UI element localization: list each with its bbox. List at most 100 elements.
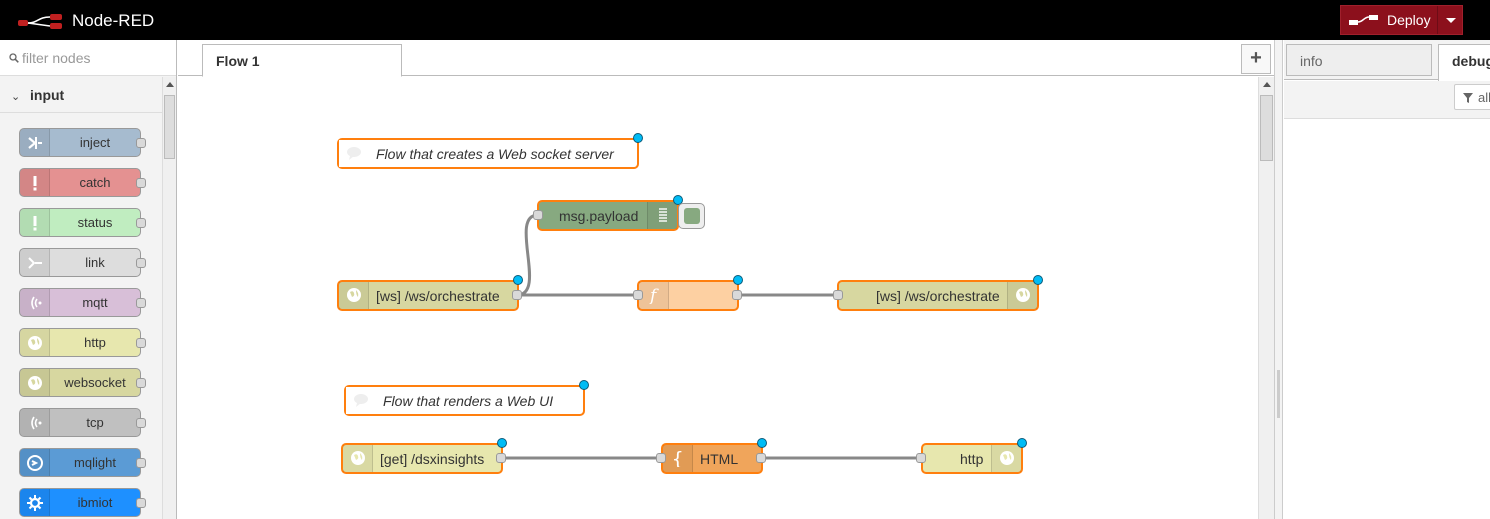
palette-node-label: ibmiot [77, 495, 113, 510]
websocket-in-output-port[interactable] [512, 290, 522, 300]
websocket-out-input-port[interactable] [833, 290, 843, 300]
palette-scrollbar[interactable] [162, 77, 176, 519]
deploy-button[interactable]: Deploy [1340, 5, 1463, 35]
changed-indicator [497, 438, 507, 448]
scroll-up-icon[interactable] [1263, 82, 1271, 87]
palette-node-label: tcp [86, 415, 104, 430]
function-node[interactable]: f [637, 275, 743, 311]
changed-indicator [1033, 275, 1043, 285]
tab-debug[interactable]: debug [1438, 44, 1490, 81]
palette-node-tcp[interactable]: tcp [19, 408, 146, 437]
debug-toggle-button[interactable] [678, 203, 705, 229]
category-label: input [30, 87, 65, 103]
sidebar-separator[interactable] [1274, 40, 1283, 519]
palette-node-mqtt[interactable]: mqtt [19, 288, 146, 317]
debug-input-port[interactable] [533, 210, 543, 220]
debug-toolbar: all [1284, 81, 1490, 119]
palette-node-port [136, 338, 146, 348]
palette-node-status[interactable]: status [19, 208, 146, 237]
http-response-input-port[interactable] [916, 453, 926, 463]
braces-icon: { [663, 445, 693, 472]
palette-search [0, 40, 176, 76]
globe-icon [991, 445, 1021, 472]
palette-node-port [136, 258, 146, 268]
app-title: Node-RED [72, 11, 155, 30]
header: Node-RED Deploy [0, 0, 1490, 40]
comment-icon [346, 387, 376, 414]
http-in-output-port[interactable] [496, 453, 506, 463]
http-response-node[interactable]: http [921, 438, 1027, 474]
tab-info[interactable]: info [1286, 44, 1432, 76]
palette-node-port [136, 498, 146, 508]
filter-icon [1463, 93, 1473, 103]
palette-node-port [136, 218, 146, 228]
palette-category-input[interactable]: ⌄ input [0, 77, 162, 113]
workspace-tabs: Flow 1 + [178, 40, 1274, 77]
template-input-port[interactable] [656, 453, 666, 463]
http-in-node[interactable]: [get] /dsxinsights [341, 438, 507, 474]
palette-node-icon [20, 329, 50, 356]
debug-node[interactable]: msg.payload [537, 195, 683, 231]
palette-node-port [136, 138, 146, 148]
palette-node-link[interactable]: link [19, 248, 146, 277]
http-in-label: [get] /dsxinsights [380, 451, 485, 467]
changed-indicator [1017, 438, 1027, 448]
search-icon [9, 53, 19, 63]
debug-filter-button[interactable]: all [1454, 84, 1490, 110]
palette-node-port [136, 298, 146, 308]
websocket-out-node[interactable]: [ws] /ws/orchestrate [837, 275, 1043, 311]
globe-icon [28, 336, 42, 350]
bridge-icon [31, 296, 42, 310]
websocket-in-label: [ws] /ws/orchestrate [376, 288, 500, 304]
debug-label: msg.payload [559, 208, 639, 224]
changed-indicator [633, 133, 643, 143]
scrollbar-thumb[interactable] [1260, 95, 1273, 161]
comment-node-websocket[interactable]: Flow that creates a Web socket server [337, 133, 643, 169]
changed-indicator [513, 275, 523, 285]
palette-node-websocket[interactable]: websocket [19, 368, 146, 397]
palette-node-ibmiot[interactable]: ibmiot [19, 488, 146, 517]
template-node[interactable]: { HTML [661, 438, 767, 474]
palette-node-port [136, 378, 146, 388]
exclamation-icon [33, 176, 37, 191]
palette-node-label: inject [79, 135, 111, 150]
palette-node-label: websocket [64, 375, 126, 390]
workspace-scrollbar[interactable] [1258, 77, 1274, 519]
palette-node-catch[interactable]: catch [19, 168, 146, 197]
caret-down-icon[interactable] [1446, 18, 1456, 23]
template-label: HTML [700, 451, 739, 467]
palette-node-icon [20, 129, 50, 156]
comment-text: Flow that renders a Web UI [383, 393, 554, 409]
gear-icon [27, 495, 43, 511]
changed-indicator [757, 438, 767, 448]
deploy-icon [1349, 15, 1378, 25]
globe-icon [28, 376, 42, 390]
mqlight-icon [27, 455, 43, 471]
palette-node-icon [20, 289, 50, 316]
websocket-in-node[interactable]: [ws] /ws/orchestrate [337, 275, 523, 311]
tab-flow-1[interactable]: Flow 1 [202, 44, 402, 77]
scroll-up-icon[interactable] [166, 82, 174, 87]
websocket-out-label: [ws] /ws/orchestrate [876, 288, 1000, 304]
http-response-label: http [960, 451, 984, 467]
node-red-logo-icon [18, 14, 62, 29]
palette-node-port [136, 178, 146, 188]
palette-node-label: mqlight [74, 455, 116, 470]
scrollbar-thumb[interactable] [164, 95, 175, 159]
comment-node-webui[interactable]: Flow that renders a Web UI [344, 380, 589, 416]
function-output-port[interactable] [732, 290, 742, 300]
changed-indicator [733, 275, 743, 285]
palette-node-port [136, 418, 146, 428]
palette-node-inject[interactable]: inject [19, 128, 146, 157]
function-input-port[interactable] [633, 290, 643, 300]
add-flow-button[interactable]: + [1241, 44, 1271, 74]
filter-nodes-input[interactable] [22, 48, 162, 68]
debug-list-icon [647, 202, 677, 229]
workspace-canvas[interactable]: Flow that creates a Web socket server ms… [178, 77, 1258, 519]
palette-node-label: mqtt [82, 295, 108, 310]
separator-grip[interactable] [1277, 370, 1280, 418]
palette-node-http[interactable]: http [19, 328, 146, 357]
template-output-port[interactable] [756, 453, 766, 463]
palette-node-mqlight[interactable]: mqlight [19, 448, 146, 477]
globe-icon [339, 282, 369, 309]
